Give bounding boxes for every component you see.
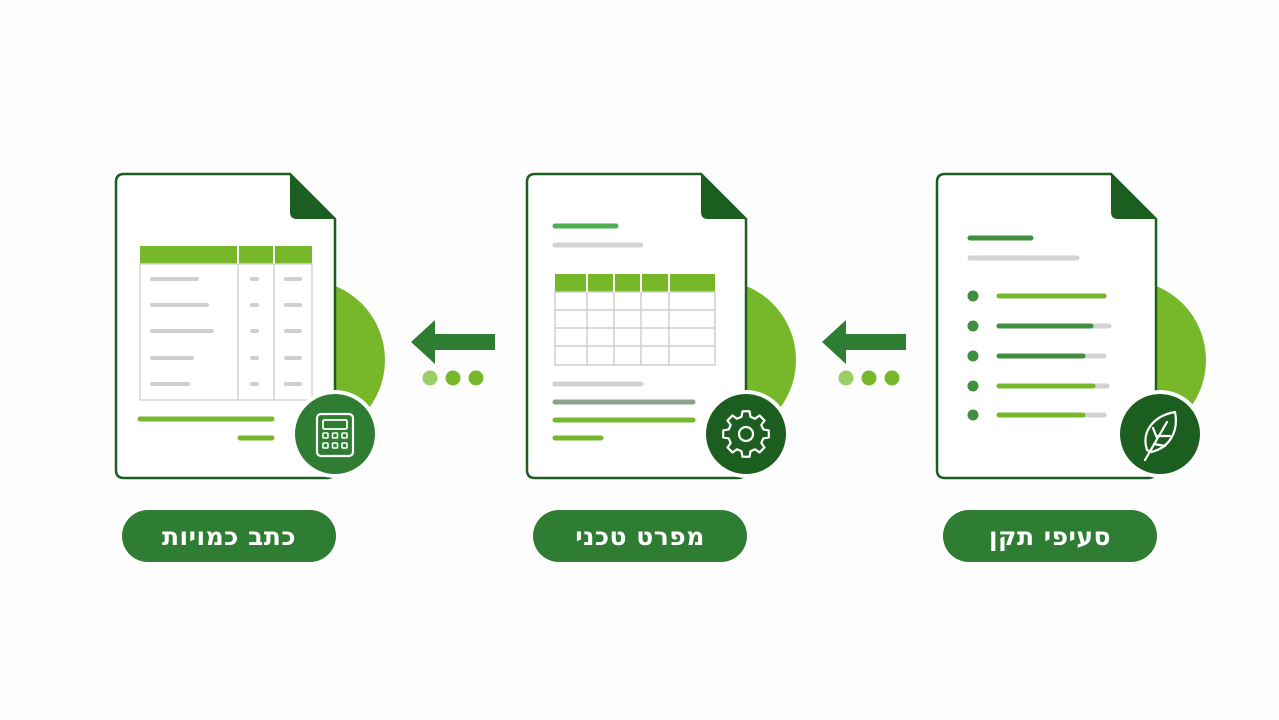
document-fold — [290, 174, 335, 219]
quantities-table — [139, 246, 313, 401]
technical-specification-document — [525, 172, 796, 480]
progress-dots-icon — [838, 370, 900, 386]
specification-table — [554, 274, 716, 366]
list-item — [967, 290, 1107, 302]
document-fold — [1111, 174, 1156, 219]
standard-clauses-label: סעיפי תקן — [943, 510, 1157, 562]
standard-clauses-document — [935, 172, 1206, 480]
progress-dots-icon — [422, 370, 484, 386]
bill-of-quantities-document — [114, 172, 385, 480]
bill-of-quantities-step: כתב כמויות — [100, 170, 400, 570]
flow-arrow-left — [411, 320, 495, 386]
list-item — [967, 320, 1112, 332]
list-item — [967, 409, 1107, 421]
technical-specification-label: מפרט טכני — [533, 510, 747, 562]
calculator-icon — [291, 390, 379, 478]
list-item — [967, 380, 1110, 392]
arrow-left-icon — [411, 320, 495, 364]
flow-arrow-left — [822, 320, 906, 386]
gear-icon — [702, 390, 790, 478]
checklist — [967, 290, 1112, 421]
arrow-left-icon — [822, 320, 906, 364]
technical-specification-step: מפרט טכני — [511, 170, 811, 570]
bill-of-quantities-label: כתב כמויות — [122, 510, 336, 562]
list-item — [967, 350, 1107, 362]
document-fold — [701, 174, 746, 219]
leaf-icon — [1116, 390, 1204, 478]
standard-clauses-step: סעיפי תקן — [921, 170, 1221, 570]
